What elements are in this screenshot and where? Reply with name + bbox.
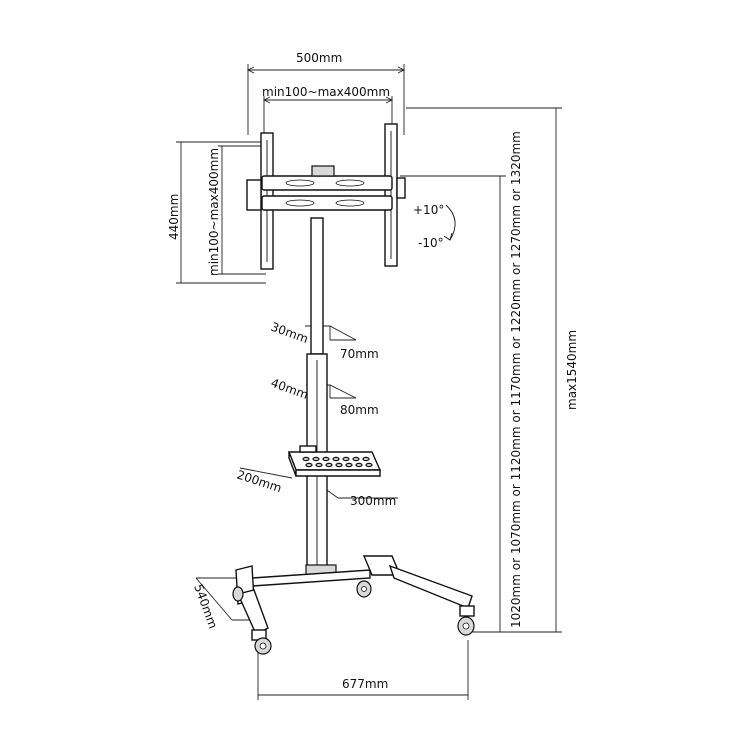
tilt-down-label: -10°	[418, 236, 444, 250]
vesa-width-label: min100~max400mm	[262, 85, 390, 99]
caster-wheel-left	[251, 629, 272, 655]
vesa-height-label: min100~max400mm	[207, 148, 221, 276]
shelf-vent-holes	[302, 456, 373, 468]
caster-wheel-rear-left	[232, 586, 244, 602]
vent-hole	[325, 462, 333, 468]
height-options-dimension	[400, 175, 506, 633]
vent-hole	[342, 456, 350, 462]
pole-a-depth-label: 30mm	[269, 320, 310, 346]
shelf-width-label: 300mm	[350, 494, 396, 508]
tilt-up-label: +10°	[413, 203, 444, 217]
vent-hole	[352, 456, 360, 462]
max-height-label: max1540mm	[565, 330, 579, 410]
vesa-height-dimension	[218, 145, 266, 275]
vent-hole	[365, 462, 373, 468]
base-width-dimension	[257, 640, 469, 700]
base	[232, 555, 475, 655]
pole	[305, 217, 337, 576]
vesa-width-dimension	[262, 96, 394, 135]
pole-b-width-label: 80mm	[340, 403, 379, 417]
height-options-label: 1020mm or 1070mm or 1120mm or 1170mm or …	[509, 131, 523, 628]
shelf	[287, 445, 382, 477]
tilt-indicator	[443, 204, 456, 241]
vent-hole	[332, 456, 340, 462]
width-label: 500mm	[296, 51, 342, 65]
vent-hole	[305, 462, 313, 468]
vent-hole	[362, 456, 370, 462]
caster-wheel-right	[457, 605, 475, 636]
vent-hole	[355, 462, 363, 468]
vent-hole	[315, 462, 323, 468]
max-height-dimension	[406, 107, 562, 633]
height-dimension	[176, 141, 266, 284]
caster-wheel-back	[356, 580, 372, 598]
pole-b-depth-label: 40mm	[269, 376, 310, 402]
pole-a-width-label: 70mm	[340, 347, 379, 361]
base-depth-label: 540mm	[191, 582, 220, 630]
height-label: 440mm	[167, 194, 181, 240]
vent-hole	[312, 456, 320, 462]
vent-hole	[302, 456, 310, 462]
vent-hole	[335, 462, 343, 468]
vesa-bracket	[246, 123, 406, 270]
base-width-label: 677mm	[342, 677, 388, 691]
vent-hole	[345, 462, 353, 468]
width-dimension	[246, 64, 406, 135]
vent-hole	[322, 456, 330, 462]
